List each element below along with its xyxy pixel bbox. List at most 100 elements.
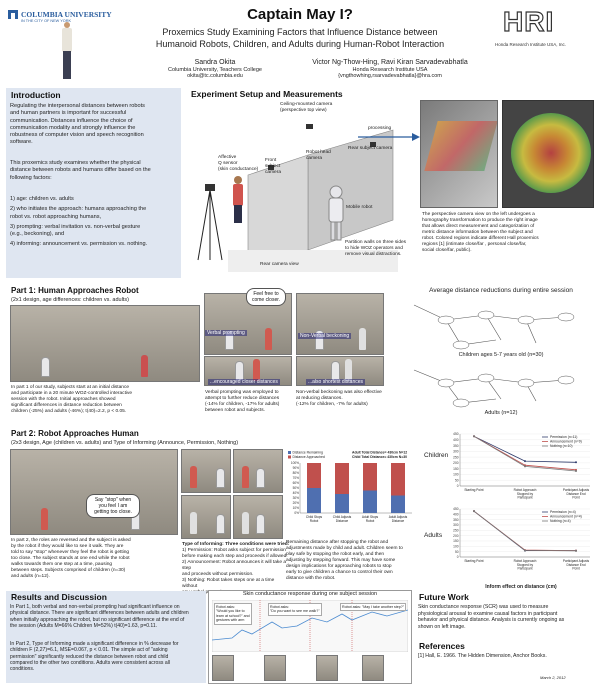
asimo-robot [328, 197, 344, 223]
line-point [473, 435, 475, 438]
author-2-affiliation: Honda Research Institute USA [352, 67, 428, 73]
part2-bar-text: Remaining distance after stopping the ro… [286, 540, 403, 581]
bar-legend-label: Distance Remaining [293, 451, 323, 455]
line-ytick-label: 0 [457, 555, 459, 559]
label-affective-sensor: Affective Q sensor (skin conductance) [218, 155, 259, 172]
scr-title: Skin conductance response during one sub… [242, 591, 378, 597]
bar-annotation: Child Total Distance= 430cm N=30 [352, 455, 407, 459]
part1-design: (2x1 design, age differences: children v… [11, 297, 129, 303]
bar-ytick-label: 30% [293, 496, 300, 500]
line-point [575, 469, 577, 472]
floor [228, 250, 398, 272]
ceiling-camera-icon [306, 124, 313, 129]
line-ytick-label: 150 [453, 467, 459, 471]
label-ceiling-camera: Ceiling-mounted camera (perspective top … [280, 102, 333, 113]
caption-encouraged-closer: ...encouraged closer distances [208, 379, 280, 385]
future-text: Skin conductance response (SCR) was used… [418, 604, 565, 630]
bar-ytick-label: 20% [293, 501, 300, 505]
columbia-logo-subtext: IN THE CITY OF NEW YORK [21, 19, 71, 23]
scr-note-3: Robot asks: "May I take another step?" [340, 603, 407, 612]
line-point [575, 549, 577, 552]
setup-diagram [197, 124, 398, 272]
results-panel [6, 591, 206, 683]
intro-paragraph-1: Regulating the interpersonal distances b… [10, 103, 145, 146]
part1-photo-nonverbal [296, 293, 384, 355]
scr-note-2: Robot asks: "Do you want to see me walk?… [268, 603, 322, 616]
header-woman-figure [58, 22, 76, 82]
line-point [524, 549, 526, 552]
subtitle-line-2: Humanoid Robots, Children, and Adults du… [155, 39, 445, 49]
line-point [524, 465, 526, 468]
part2-photo-c [181, 495, 231, 539]
bar-segment [363, 463, 377, 491]
part2-speech-bubble: Say "stop" when you feel I am getting to… [86, 494, 140, 518]
line-legend-label: Permission (n=4) [550, 510, 576, 514]
poster-date: March 2, 2012 [540, 675, 566, 680]
perspective-camera-view [420, 100, 498, 208]
child-figure [233, 184, 243, 206]
label-partition-walls: Partition walls on three sides to hide W… [345, 240, 407, 257]
line-ytick-label: 450 [453, 507, 459, 511]
line-point [473, 510, 475, 513]
part2-design: (2x3 design, Age (children vs. adults) a… [11, 440, 239, 446]
children-group-label: Children [424, 452, 449, 459]
rear-camera-icon [205, 184, 215, 191]
scr-thumb-1 [212, 655, 234, 681]
label-processing: processing [368, 126, 392, 131]
part1-text-left: In part 1 of our study, subjects start a… [11, 385, 133, 414]
line-ytick-label: 50 [455, 550, 459, 554]
bar-segment [307, 488, 321, 513]
intro-factor-4: 4) informing: announcement vs. permissio… [10, 241, 148, 248]
part2-photo-b [233, 449, 283, 493]
part1-diagram-title: Average distance reductions during entir… [429, 287, 573, 294]
line-ytick-label: 300 [453, 450, 459, 454]
line-ytick-label: 250 [453, 455, 459, 459]
intro-factor-list: 1) age: children vs. adults 2) who initi… [10, 196, 182, 249]
line-ytick-label: 100 [453, 545, 459, 549]
children-flow [413, 304, 567, 346]
camera-tripod-leg-1 [197, 189, 211, 261]
author-1: Sandra Okita Columbia University, Teache… [130, 59, 300, 79]
intro-factor-3: 3) prompting: verbal invitation vs. non-… [10, 223, 141, 238]
hri-logo: HRI Honda Research Institute USA, Inc. [495, 5, 595, 56]
label-mobile-robot: Mobile robot [346, 205, 373, 210]
bar-ytick-label: 90% [293, 466, 300, 470]
label-rear-subject-camera: Rear subject camera [348, 146, 393, 151]
adults-nodes [437, 373, 575, 408]
references-text: [1] Hall, E. 1966. The Hidden Dimension,… [418, 653, 547, 659]
bar-segment [391, 495, 405, 513]
line-ytick-label: 300 [453, 523, 459, 527]
line-ytick-label: 200 [453, 534, 459, 538]
part1-text-right: Non-verbal beckoning was also effective … [296, 390, 382, 407]
remaining-distance-bar-chart: 0%10%20%30%40%50%60%70%80%90%100%Child S… [288, 451, 412, 523]
bar-ytick-label: 40% [293, 491, 300, 495]
intro-paragraph-2: This proxemics study examines whether th… [10, 160, 151, 181]
bar-ytick-label: 10% [293, 506, 300, 510]
bar-annotation: Adult Total Distance= 430cm N=12 [352, 451, 407, 455]
line-ytick-label: 350 [453, 518, 459, 522]
subtitle-line-1: Proxemics Study Examining Factors that I… [162, 27, 438, 37]
results-heading: Results and Discussion [11, 592, 107, 602]
line-point [575, 461, 577, 464]
part1-photo-main [10, 305, 200, 382]
line-legend-label: Announcement (n=9) [550, 440, 582, 444]
part2-photo-main [10, 449, 178, 535]
line-ytick-label: 450 [453, 432, 459, 436]
part2-photo-a [181, 449, 231, 493]
scr-thumb-4 [362, 655, 384, 681]
scr-signal-line [212, 609, 408, 641]
part1-adults-label: Adults (n=12) [484, 410, 518, 416]
line-legend-label: Nothing (n=10) [550, 444, 573, 448]
informing-announcement: 2) Announcement: Robot announces it will… [182, 559, 286, 577]
references-heading: References [419, 641, 465, 651]
intro-factor-1: 1) age: children vs. adults [10, 196, 74, 202]
part1-text-mid: Verbal prompting was employed to attempt… [205, 390, 280, 413]
